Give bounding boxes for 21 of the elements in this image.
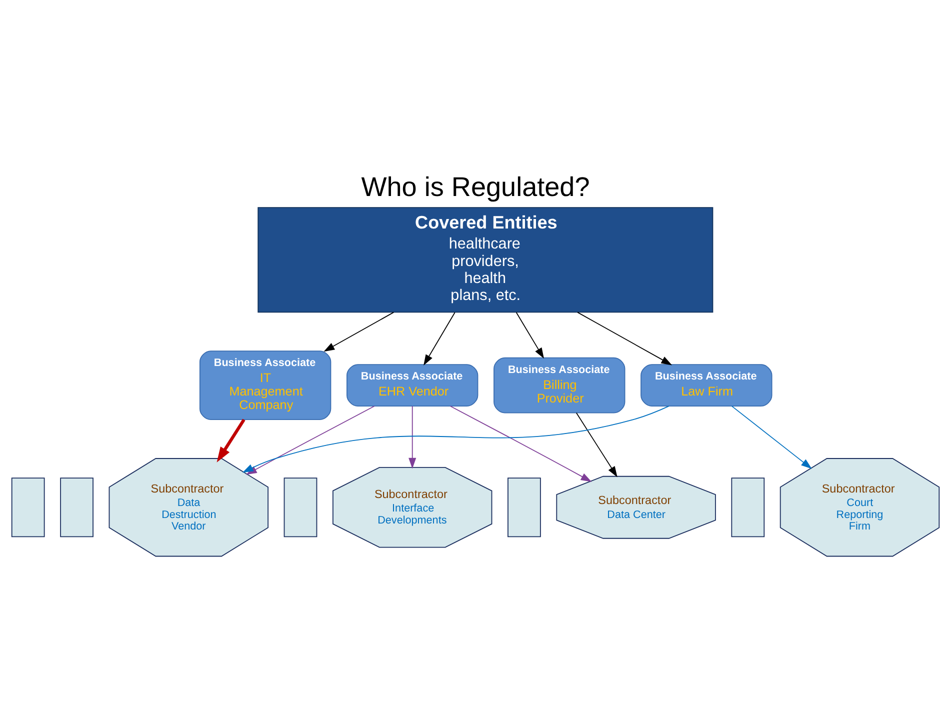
node-box bbox=[11, 478, 45, 538]
diagram-title: Who is Regulated? bbox=[361, 172, 590, 202]
node-box: Business Associate Billing Provider bbox=[494, 357, 626, 414]
node-box: Business Associate Law Firm bbox=[640, 364, 772, 406]
node-box bbox=[731, 478, 765, 538]
arrow bbox=[577, 312, 672, 366]
arrow bbox=[408, 406, 416, 469]
arrow bbox=[516, 312, 544, 359]
node-box bbox=[508, 478, 541, 538]
arrow bbox=[576, 412, 618, 478]
arrow bbox=[424, 312, 456, 366]
arrow bbox=[731, 406, 812, 469]
arrow bbox=[450, 406, 592, 482]
arrow bbox=[242, 406, 670, 473]
arrow bbox=[216, 418, 246, 462]
arrow bbox=[324, 312, 394, 352]
node-box: Business Associate EHR Vendor bbox=[346, 364, 478, 406]
node-box bbox=[60, 478, 94, 538]
node-box: Business Associate IT Management Company bbox=[199, 350, 332, 420]
node-box: Covered Entities healthcare providers, health plans, etc. bbox=[258, 207, 714, 313]
node-box bbox=[284, 478, 318, 538]
